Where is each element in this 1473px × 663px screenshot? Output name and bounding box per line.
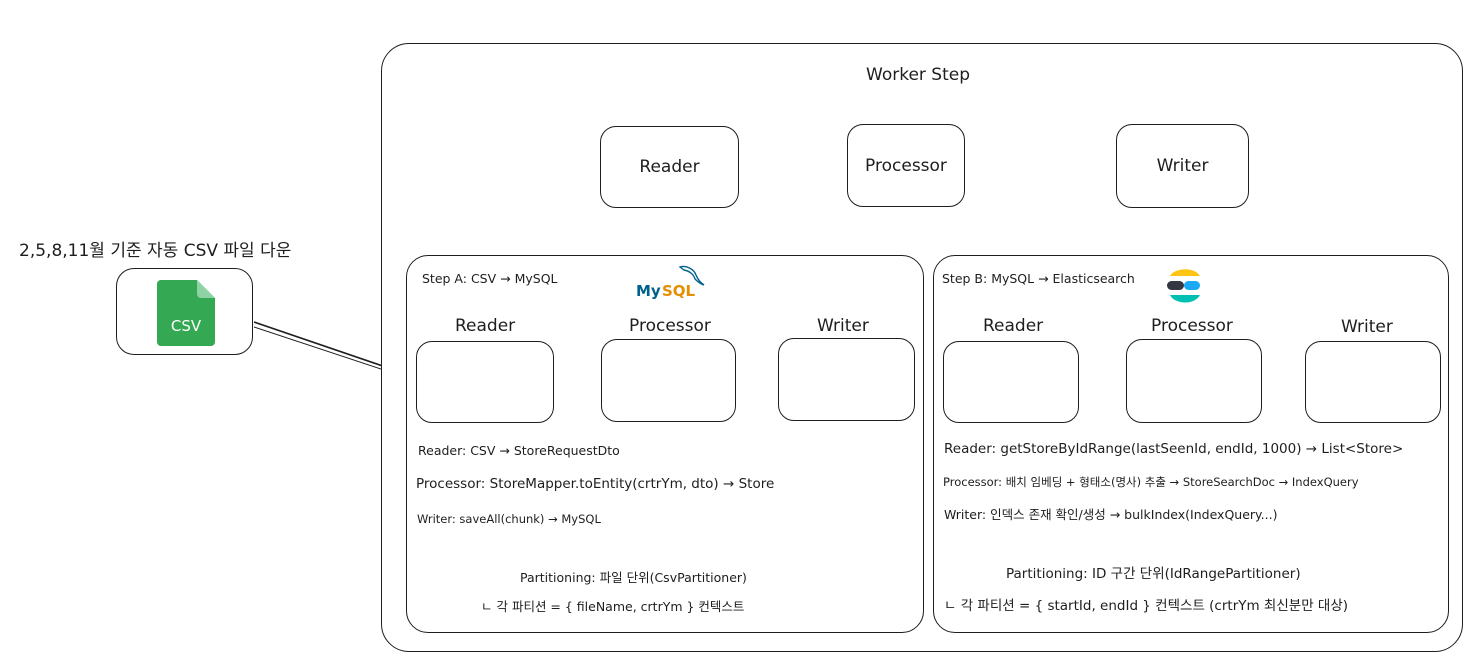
step-a-reader-heading: Reader [455, 316, 516, 336]
step-b-note-processor: Processor: 배치 임베딩 + 형태소(명사) 추출 → StoreSe… [943, 475, 1359, 489]
step-b-processor-heading: Processor [1151, 316, 1233, 336]
step-a-writer-box [778, 338, 915, 421]
step-a-partitioning: Partitioning: 파일 단위(CsvPartitioner) [520, 570, 747, 585]
svg-text:SQL: SQL [662, 282, 696, 299]
step-b-writer-heading: Writer [1341, 317, 1393, 337]
step-a-processor-box [601, 339, 736, 422]
mysql-logo-icon: My SQL [634, 263, 708, 300]
worker-processor-box: Processor [847, 124, 965, 207]
worker-reader-label: Reader [639, 157, 700, 177]
step-b-partition-context: ㄴ 각 파티션 = { startId, endId } 컨텍스트 (crtrY… [944, 598, 1349, 614]
worker-writer-box: Writer [1116, 124, 1249, 208]
svg-text:My: My [636, 282, 661, 299]
step-b-reader-heading: Reader [983, 316, 1044, 336]
step-a-processor-heading: Processor [629, 316, 711, 336]
step-a-container [406, 255, 924, 633]
step-a-note-processor: Processor: StoreMapper.toEntity(crtrYm, … [416, 476, 775, 492]
step-b-writer-box [1305, 341, 1441, 423]
csv-file-icon: CSV [157, 280, 215, 346]
worker-step-title: Worker Step [866, 65, 971, 85]
csv-file-box: CSV [116, 268, 253, 355]
worker-reader-box: Reader [600, 126, 739, 208]
csv-file-label: CSV [170, 317, 202, 335]
step-b-note-reader: Reader: getStoreByIdRange(lastSeenId, en… [944, 441, 1404, 457]
step-b-partitioning: Partitioning: ID 구간 단위(IdRangePartitione… [1006, 566, 1301, 582]
step-a-writer-heading: Writer [817, 316, 869, 336]
step-b-reader-box [943, 341, 1079, 423]
step-a-note-reader: Reader: CSV → StoreRequestDto [418, 443, 620, 458]
step-a-reader-box [416, 341, 554, 423]
step-a-partition-context: ㄴ 각 파티션 = { fileName, crtrYm } 컨텍스트 [481, 599, 745, 614]
step-b-container [933, 255, 1449, 633]
worker-processor-label: Processor [865, 155, 947, 176]
elasticsearch-logo-icon [1166, 266, 1202, 306]
worker-writer-label: Writer [1156, 156, 1209, 176]
step-a-title: Step A: CSV → MySQL [422, 271, 558, 286]
step-b-processor-box [1126, 339, 1262, 423]
csv-caption: 2,5,8,11월 기준 자동 CSV 파일 다운 [19, 241, 292, 261]
step-b-title: Step B: MySQL → Elasticsearch [942, 271, 1135, 286]
step-a-note-writer: Writer: saveAll(chunk) → MySQL [417, 512, 601, 526]
step-b-note-writer: Writer: 인덱스 존재 확인/생성 → bulkIndex(IndexQu… [944, 507, 1278, 522]
